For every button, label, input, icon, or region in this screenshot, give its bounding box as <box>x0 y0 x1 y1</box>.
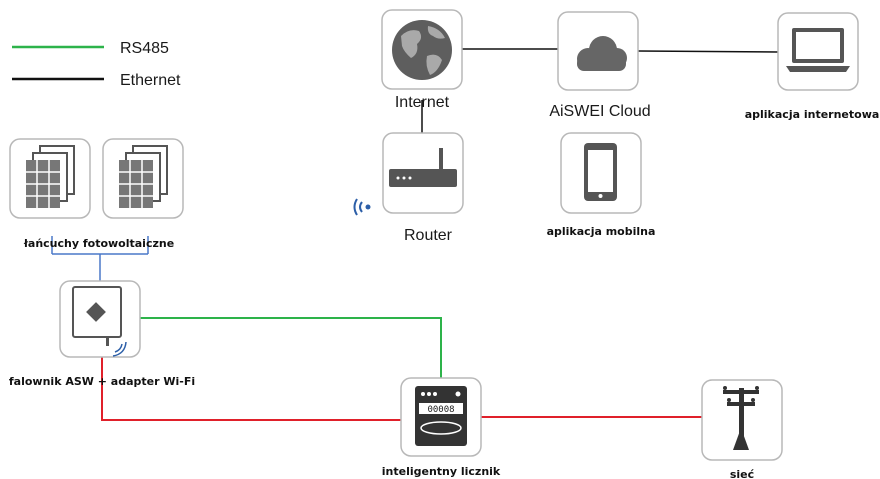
webapp-label: aplikacja internetowa <box>745 108 880 121</box>
smart-meter-icon: 00008 <box>415 386 467 446</box>
solar-panel-icon <box>26 145 75 208</box>
cloud-label: AiSWEI Cloud <box>549 103 650 120</box>
laptop-icon <box>786 28 850 72</box>
grid-node: sieć <box>701 379 783 479</box>
legend-rs485-label: RS485 <box>120 40 169 57</box>
inverter-icon <box>72 286 122 346</box>
power-inverter-meter <box>101 357 401 421</box>
meter-node: 00008 inteligentny licznik <box>382 377 501 478</box>
grid-label: sieć <box>730 468 755 479</box>
router-icon <box>389 148 457 187</box>
solar-panel-icon <box>119 145 168 208</box>
inverter-label: falownik ASW + adapter Wi-Fi <box>9 375 195 388</box>
webapp-node: aplikacja internetowa <box>745 12 880 121</box>
globe-icon <box>392 20 452 80</box>
wifi-adapter-icon <box>112 341 127 357</box>
router-node: Router <box>353 132 464 244</box>
internet-label: Internet <box>395 94 450 111</box>
power-pole-icon <box>723 386 759 450</box>
rs485-inverter-meter <box>140 317 442 378</box>
pv-strings-label: łańcuchy fotowoltaiczne <box>23 237 174 250</box>
mobile-label: aplikacja mobilna <box>547 225 656 238</box>
inverter-node: falownik ASW + adapter Wi-Fi <box>9 280 195 388</box>
router-label: Router <box>404 227 453 244</box>
wifi-signal-icon <box>353 198 371 216</box>
meter-label: inteligentny licznik <box>382 465 501 478</box>
cloud-node: AiSWEI Cloud <box>549 11 651 120</box>
internet-node: Internet <box>381 9 463 111</box>
ethernet-cloud-webapp <box>637 50 779 53</box>
legend: RS485 Ethernet <box>12 40 181 89</box>
meter-readout: 00008 <box>427 405 454 415</box>
mobile-node: aplikacja mobilna <box>547 132 656 238</box>
legend-ethernet-label: Ethernet <box>120 72 181 89</box>
connections <box>51 48 779 421</box>
smartphone-icon <box>584 143 617 201</box>
cloud-icon <box>577 36 627 71</box>
pv-strings-node: łańcuchy fotowoltaiczne <box>9 138 184 250</box>
